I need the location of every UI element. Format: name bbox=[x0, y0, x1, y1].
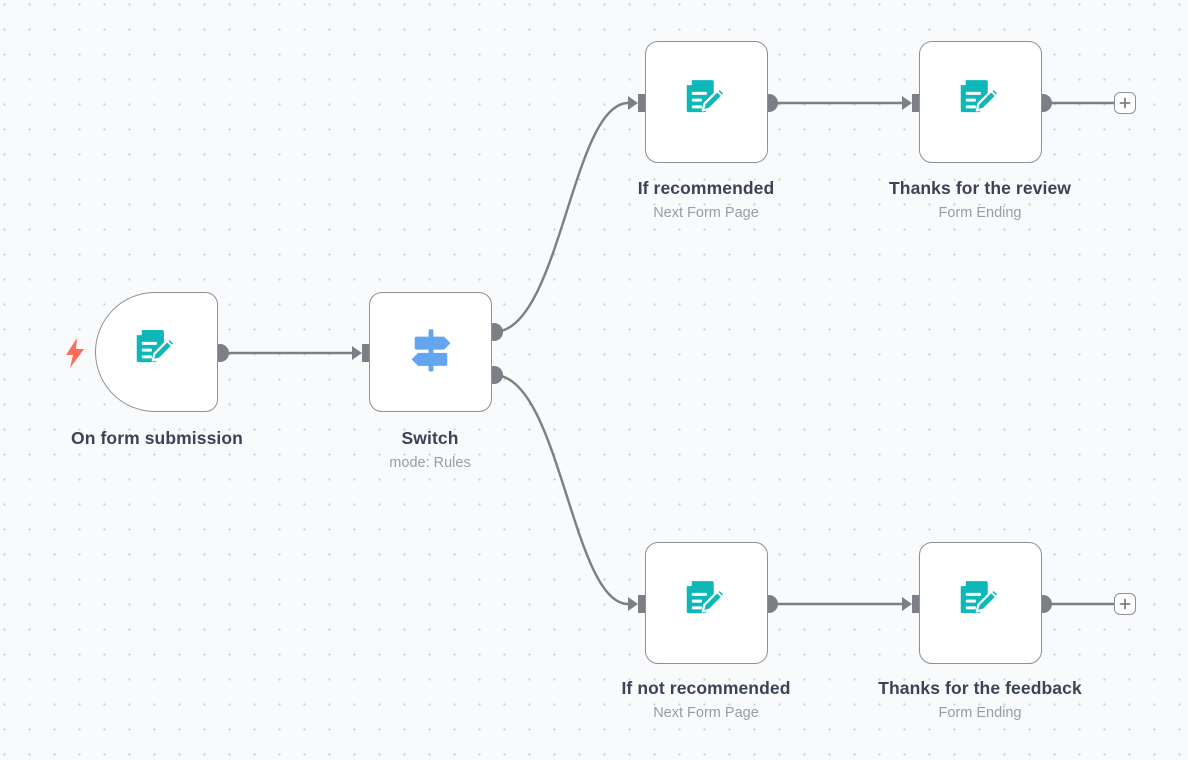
label-switch: Switch mode: Rules bbox=[311, 427, 549, 473]
label-if-not-recommended: If not recommended Next Form Page bbox=[587, 677, 825, 723]
node-subtitle: Form Ending bbox=[938, 205, 1022, 221]
label-on-form-submission: On form submission bbox=[38, 427, 276, 449]
edge-if-recommended-to-thanks-for-the-review[interactable] bbox=[760, 94, 919, 112]
form-document-pencil-icon bbox=[960, 581, 1000, 614]
node-thanks-for-the-review[interactable] bbox=[919, 41, 1042, 163]
node-if-not-recommended[interactable] bbox=[645, 542, 768, 664]
label-thanks-for-the-review: Thanks for the review Form Ending bbox=[861, 177, 1099, 223]
trigger-lightning-bolt-icon bbox=[66, 338, 84, 368]
form-document-pencil-icon bbox=[686, 80, 726, 113]
node-subtitle: Next Form Page bbox=[653, 205, 759, 221]
plus-icon bbox=[1119, 97, 1131, 109]
node-title: If recommended bbox=[637, 178, 775, 198]
node-switch[interactable] bbox=[369, 292, 492, 412]
edge-switch-to-if-not-recommended[interactable] bbox=[485, 366, 645, 613]
label-thanks-for-the-feedback: Thanks for the feedback Form Ending bbox=[861, 677, 1099, 723]
node-title: Thanks for the feedback bbox=[878, 678, 1082, 698]
node-title: Switch bbox=[401, 428, 459, 448]
label-if-recommended: If recommended Next Form Page bbox=[587, 177, 825, 223]
form-document-pencil-icon bbox=[136, 330, 176, 363]
node-subtitle: Next Form Page bbox=[653, 705, 759, 721]
add-node-button-top[interactable] bbox=[1114, 92, 1136, 114]
node-if-recommended[interactable] bbox=[645, 41, 768, 163]
form-document-pencil-icon bbox=[686, 581, 726, 614]
edge-on-form-submission-to-switch[interactable] bbox=[211, 344, 369, 362]
edge-tail-feedback bbox=[1034, 595, 1114, 613]
node-subtitle: mode: Rules bbox=[389, 455, 471, 471]
node-on-form-submission[interactable] bbox=[95, 292, 218, 412]
edge-tail-review bbox=[1034, 94, 1114, 112]
add-node-button-bottom[interactable] bbox=[1114, 593, 1136, 615]
node-title: On form submission bbox=[71, 428, 243, 448]
node-title: Thanks for the review bbox=[888, 178, 1071, 198]
node-thanks-for-the-feedback[interactable] bbox=[919, 542, 1042, 664]
plus-icon bbox=[1119, 598, 1131, 610]
edge-if-not-recommended-to-thanks-for-the-feedback[interactable] bbox=[760, 595, 919, 613]
signpost-switch-icon bbox=[411, 329, 450, 372]
node-title: If not recommended bbox=[621, 678, 791, 698]
form-document-pencil-icon bbox=[960, 80, 1000, 113]
node-subtitle: Form Ending bbox=[938, 705, 1022, 721]
